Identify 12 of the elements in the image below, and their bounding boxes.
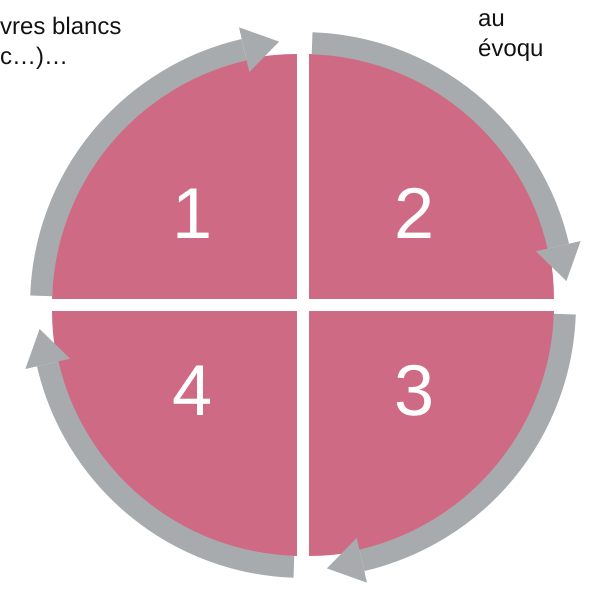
step-number: 1	[172, 174, 212, 254]
curved-arrow	[311, 32, 580, 281]
quadrant-segment	[309, 311, 554, 556]
curved-arrow	[327, 313, 576, 582]
step-number: 2	[394, 174, 434, 254]
curved-arrow	[26, 329, 295, 578]
step-number: 3	[394, 351, 434, 431]
curved-arrow	[30, 28, 279, 297]
text-fragment: vres blancs c…)…	[0, 12, 122, 72]
quadrant-segment	[52, 311, 297, 556]
step-number: 4	[172, 351, 212, 431]
text-fragment: au évoqu	[478, 4, 544, 64]
